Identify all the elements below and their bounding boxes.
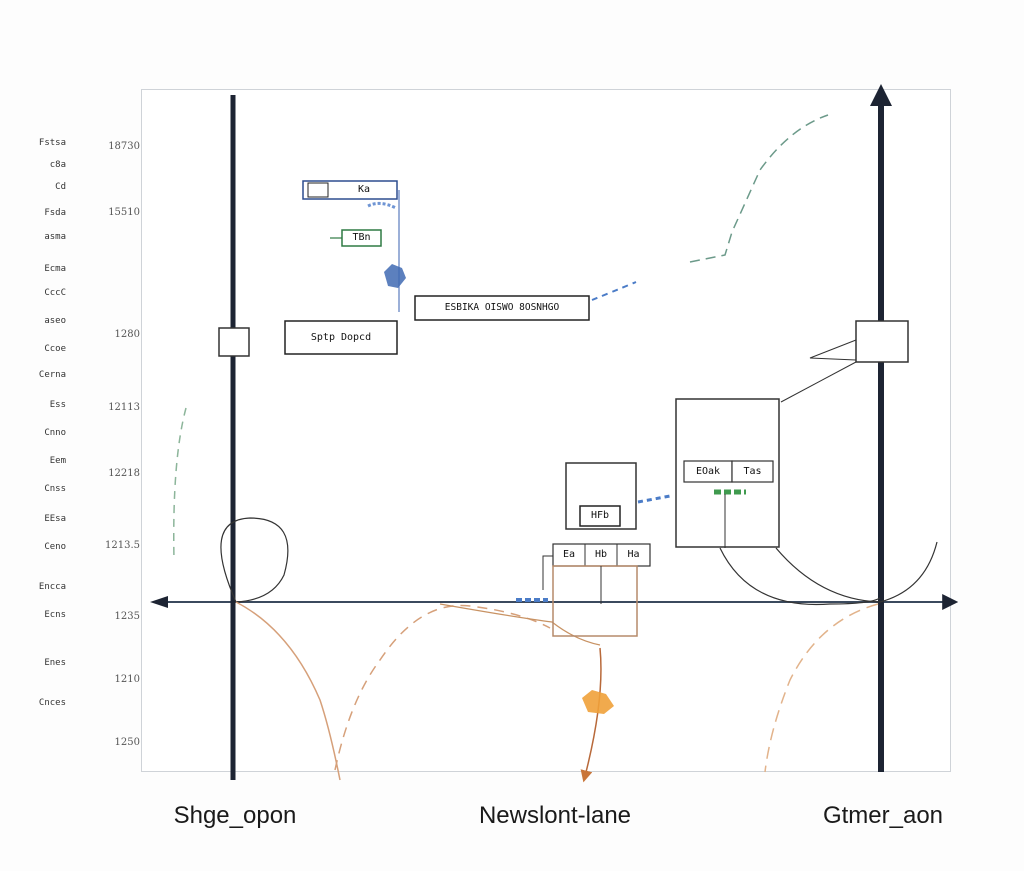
right-sub-b	[731, 460, 774, 483]
right-lower-curve-1	[719, 547, 881, 606]
sidebar-label: asma	[44, 232, 66, 242]
sidebar-label: Cnno	[44, 428, 66, 438]
sidebar-label: Ecma	[44, 264, 66, 274]
left-mid-box	[284, 320, 398, 355]
sidebar-label: Cerna	[38, 370, 66, 380]
sub-box-a-label: Ea	[562, 549, 576, 560]
center-left-bracket	[542, 555, 553, 590]
hfb-box-label: HFb	[590, 510, 610, 521]
sub-box-b-label: Hb	[594, 549, 608, 560]
sidebar-label: Cnces	[38, 698, 66, 708]
sidebar-label: Cnss	[44, 484, 66, 494]
right-vertical-arrowhead	[870, 84, 892, 106]
green-tag-label: TBn	[352, 232, 371, 243]
left-label-column: Fstsa c8a Cd Fsda asma Ecma CccC aseo Cc…	[28, 138, 68, 718]
y-tick: 1250	[114, 737, 140, 748]
orange-dashed-curve	[334, 604, 551, 771]
orange-curve-left	[235, 601, 341, 781]
sidebar-label: Enes	[44, 658, 66, 668]
sidebar-label: Encca	[38, 582, 66, 592]
y-tick: 1235	[114, 611, 140, 622]
sub-box-c-label: Ha	[627, 549, 640, 560]
left-loop-curve	[220, 517, 289, 603]
left-axis-node	[218, 327, 250, 357]
sidebar-label: Ccoe	[44, 344, 66, 354]
orange-blob	[582, 690, 614, 714]
right-sub-b-label: Tas	[743, 466, 762, 477]
top-box-marker	[307, 182, 329, 198]
left-dashed-arc	[173, 407, 187, 561]
y-tick: 12113	[108, 402, 140, 413]
orange-curve-center	[439, 603, 601, 646]
horizontal-axis-left-arrow	[150, 596, 168, 608]
y-tick: 18730	[108, 141, 140, 152]
sidebar-label: Eem	[49, 456, 66, 466]
left-mid-box-label: Sptp Dopcd	[310, 332, 372, 343]
sidebar-label: CccC	[44, 288, 66, 298]
y-tick: 1280	[114, 329, 140, 340]
sidebar-label: aseo	[44, 316, 66, 326]
orange-arrow-line	[580, 647, 602, 783]
y-tick: 1210	[114, 674, 140, 685]
center-to-right-dash	[637, 494, 671, 504]
sidebar-label: Ceno	[44, 542, 66, 552]
sidebar-label: Ecns	[44, 610, 66, 620]
top-box-label: Ka	[357, 184, 371, 195]
sidebar-label: Fsda	[44, 208, 66, 218]
right-node-connector	[809, 339, 857, 361]
right-axis-node	[855, 320, 909, 363]
sidebar-label: EEsa	[44, 514, 66, 524]
y-tick: 12218	[108, 468, 140, 479]
blue-blob	[384, 264, 406, 288]
orange-curve-right	[764, 603, 879, 773]
center-wide-box-label: ESBIKA OISWO 8OSNHGO	[444, 302, 560, 313]
diagram-frame	[141, 89, 951, 772]
sidebar-label: Fstsa	[38, 138, 66, 148]
center-wide-box	[414, 295, 590, 321]
column-label-left: Shge_opon	[173, 802, 297, 829]
center-wide-connector	[591, 281, 637, 301]
sidebar-label: Cd	[55, 182, 66, 192]
right-lower-curve-2	[775, 541, 938, 603]
right-sub-a-label: EOak	[695, 466, 721, 477]
column-label-center: Newslont-lane	[478, 802, 632, 829]
y-tick: 15510	[108, 207, 140, 218]
right-box-to-node	[780, 361, 857, 403]
top-dashed-arc	[689, 114, 829, 263]
y-tick: 1213.5	[105, 540, 140, 551]
column-label-right: Gtmer_aon	[822, 802, 944, 829]
lower-center-box	[552, 565, 638, 637]
sidebar-label: Ess	[49, 400, 66, 410]
top-box-smudge	[367, 201, 397, 210]
sidebar-label: c8a	[49, 160, 66, 170]
hfb-box	[579, 505, 621, 527]
